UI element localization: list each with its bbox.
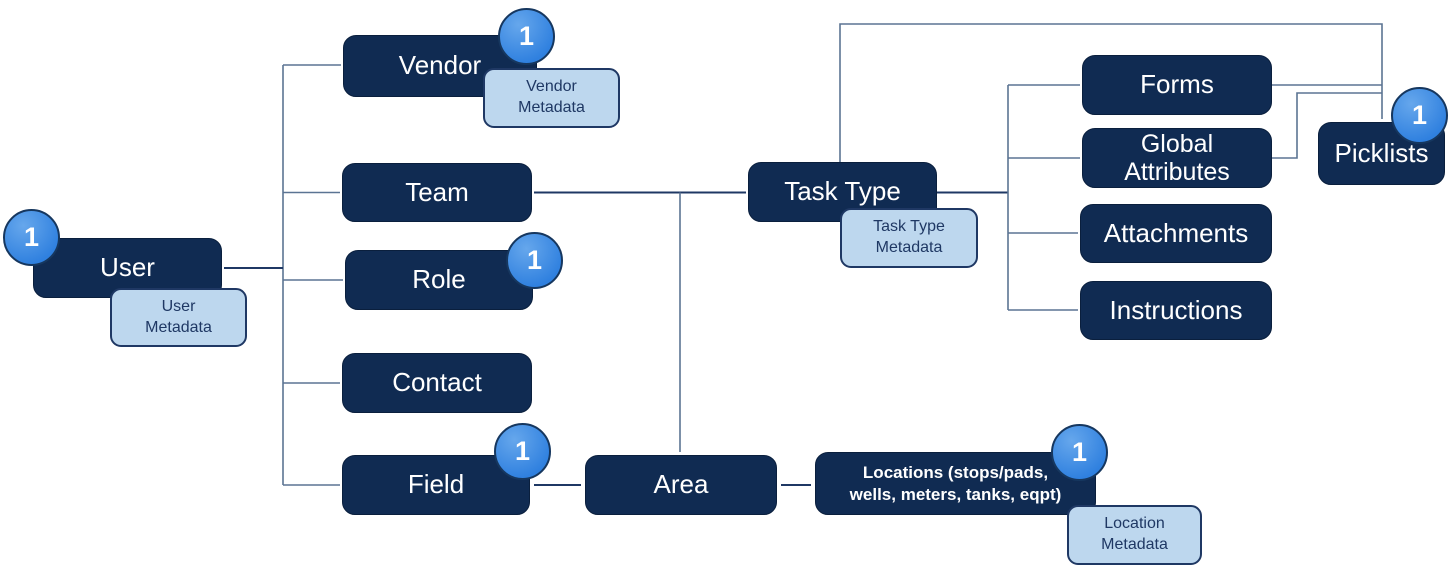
badge-user-label: 1 [23, 222, 40, 252]
metadata-location: Location Metadata [1067, 505, 1202, 565]
node-attachments-label: Attachments [1103, 217, 1249, 248]
node-vendor-label: Vendor [398, 50, 482, 81]
node-team-label: Team [405, 176, 469, 207]
metadata-location-label: Location Metadata [1101, 515, 1168, 553]
badge-user: 1 [3, 209, 60, 266]
badge-vendor-label: 1 [518, 21, 535, 51]
node-global-attributes-label: Global Attributes [1124, 130, 1230, 186]
node-instructions-label: Instructions [1109, 294, 1243, 325]
node-locations: Locations (stops/pads,wells, meters, tan… [815, 452, 1096, 515]
badge-locations: 1 [1051, 424, 1108, 481]
node-instructions: Instructions [1080, 281, 1272, 340]
metadata-vendor: Vendor Metadata [483, 68, 620, 128]
node-locations-label: Locations (stops/pads,wells, meters, tan… [849, 463, 1062, 504]
edge-tasktype-to-picklists [839, 23, 1383, 162]
node-global-attributes: Global Attributes [1082, 128, 1272, 188]
node-user-label: User [100, 252, 155, 283]
badge-picklists-label: 1 [1411, 100, 1428, 130]
metadata-user: User Metadata [110, 288, 247, 347]
node-field-label: Field [407, 469, 465, 500]
node-area: Area [585, 455, 777, 515]
node-contact-label: Contact [392, 367, 482, 398]
badge-role-label: 1 [526, 245, 543, 275]
badge-vendor: 1 [498, 8, 555, 65]
badge-role: 1 [506, 232, 563, 289]
badge-field: 1 [494, 423, 551, 480]
node-contact: Contact [342, 353, 532, 413]
edge-globalattributes-to-picklists [1272, 92, 1382, 159]
node-attachments: Attachments [1080, 204, 1272, 263]
badge-locations-label: 1 [1071, 437, 1088, 467]
node-role-label: Role [412, 264, 466, 295]
node-task-type-label: Task Type [784, 176, 901, 207]
node-forms: Forms [1082, 55, 1272, 115]
metadata-vendor-label: Vendor Metadata [518, 78, 585, 116]
node-team: Team [342, 163, 532, 222]
node-role: Role [345, 250, 533, 310]
metadata-task-type: Task Type Metadata [840, 208, 978, 268]
metadata-user-label: User Metadata [145, 297, 212, 336]
badge-picklists: 1 [1391, 87, 1448, 144]
badge-field-label: 1 [514, 436, 531, 466]
node-forms-label: Forms [1140, 69, 1214, 100]
metadata-task-type-label: Task Type Metadata [873, 218, 945, 256]
node-area-label: Area [653, 469, 709, 500]
